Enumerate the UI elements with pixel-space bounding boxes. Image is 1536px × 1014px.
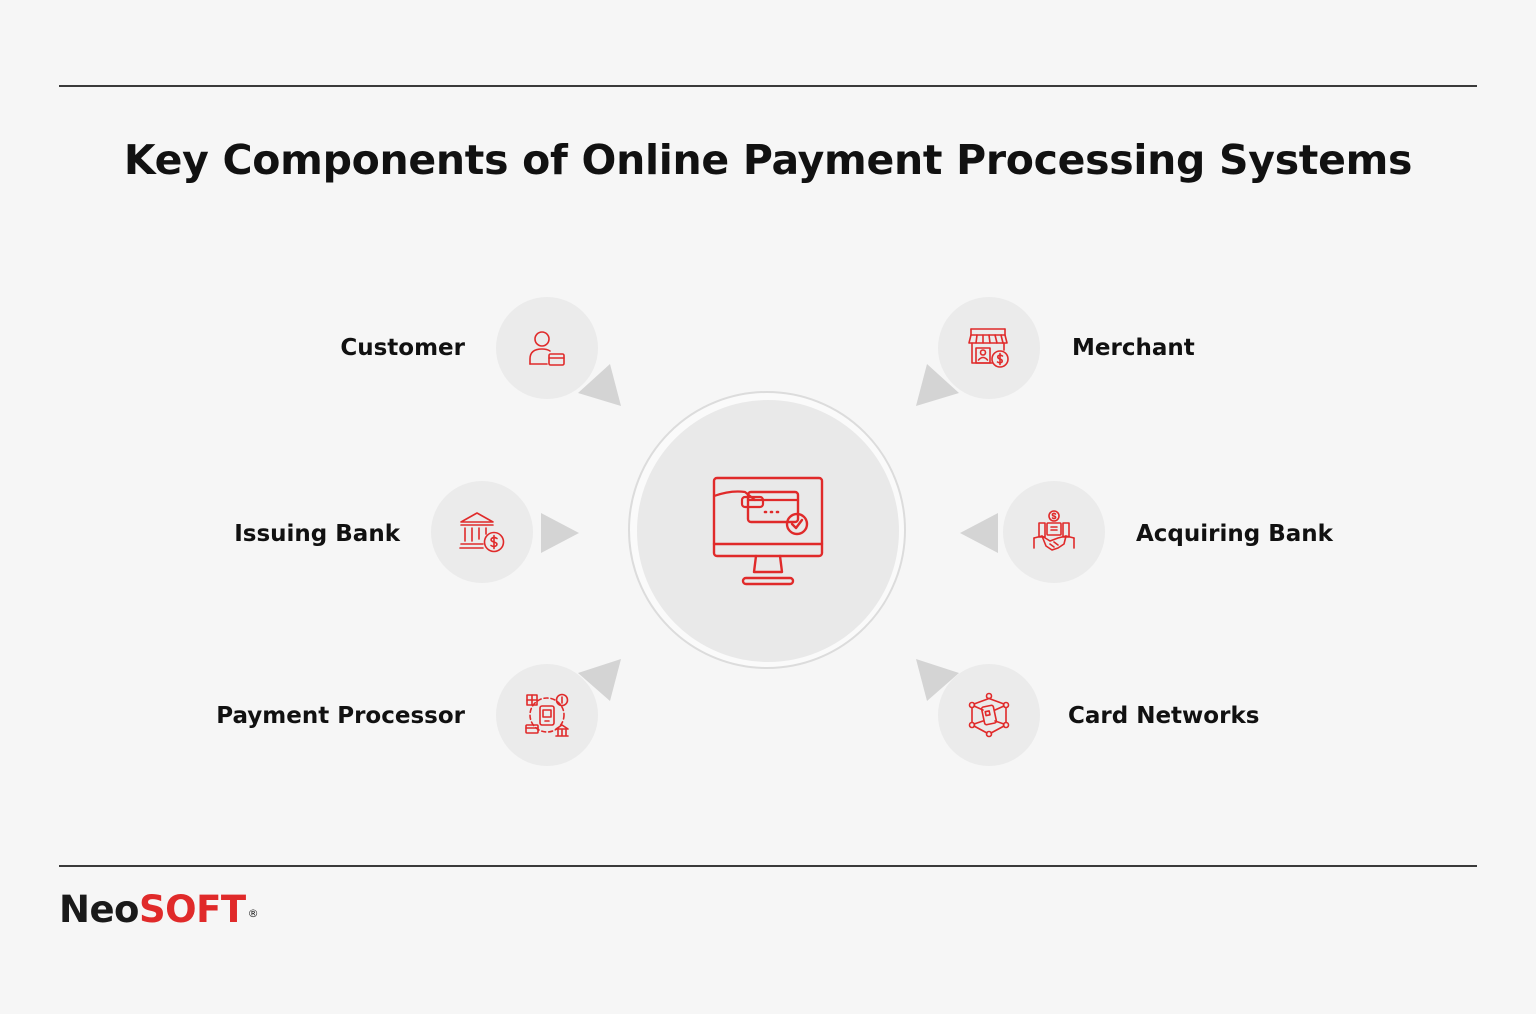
card-networks-label: Card Networks	[1068, 703, 1260, 729]
arrow-payment-processor-to-center	[578, 659, 621, 701]
card-networks-bubble	[938, 664, 1040, 766]
payment-processor-label: Payment Processor	[216, 703, 465, 729]
center-hub	[637, 400, 899, 662]
logo-soft: SOFT	[138, 888, 246, 931]
merchant-label: Merchant	[1072, 335, 1195, 361]
payment-processor-icon	[525, 693, 569, 737]
logo-neo: Neo	[59, 888, 139, 931]
issuing-bank-bubble	[431, 481, 533, 583]
issuing-bank-label: Issuing Bank	[234, 521, 400, 547]
registered-mark: ®	[247, 907, 259, 920]
storefront-dollar-icon	[968, 328, 1009, 368]
monitor-card-check-icon	[712, 476, 824, 586]
merchant-bubble	[938, 297, 1040, 399]
customer-label: Customer	[340, 335, 465, 361]
payment-processor-bubble	[496, 664, 598, 766]
acquiring-bank-label: Acquiring Bank	[1136, 521, 1333, 547]
network-card-icon	[968, 692, 1010, 738]
arrow-acquiring-bank-to-center	[960, 513, 998, 553]
top-divider	[59, 85, 1477, 87]
arrow-customer-to-center	[578, 364, 621, 406]
arrow-card-networks-to-center	[916, 659, 959, 701]
neosoft-logo: NeoSOFT®	[59, 888, 259, 932]
acquiring-bank-bubble	[1003, 481, 1105, 583]
customer-bubble	[496, 297, 598, 399]
bank-dollar-icon	[459, 512, 505, 553]
handshake-dollar-icon	[1033, 510, 1075, 551]
bottom-divider	[59, 865, 1477, 867]
arrow-issuing-bank-to-center	[541, 513, 579, 553]
arrow-merchant-to-center	[916, 364, 959, 406]
customer-card-icon	[529, 331, 565, 366]
page-title: Key Components of Online Payment Process…	[123, 136, 1413, 184]
